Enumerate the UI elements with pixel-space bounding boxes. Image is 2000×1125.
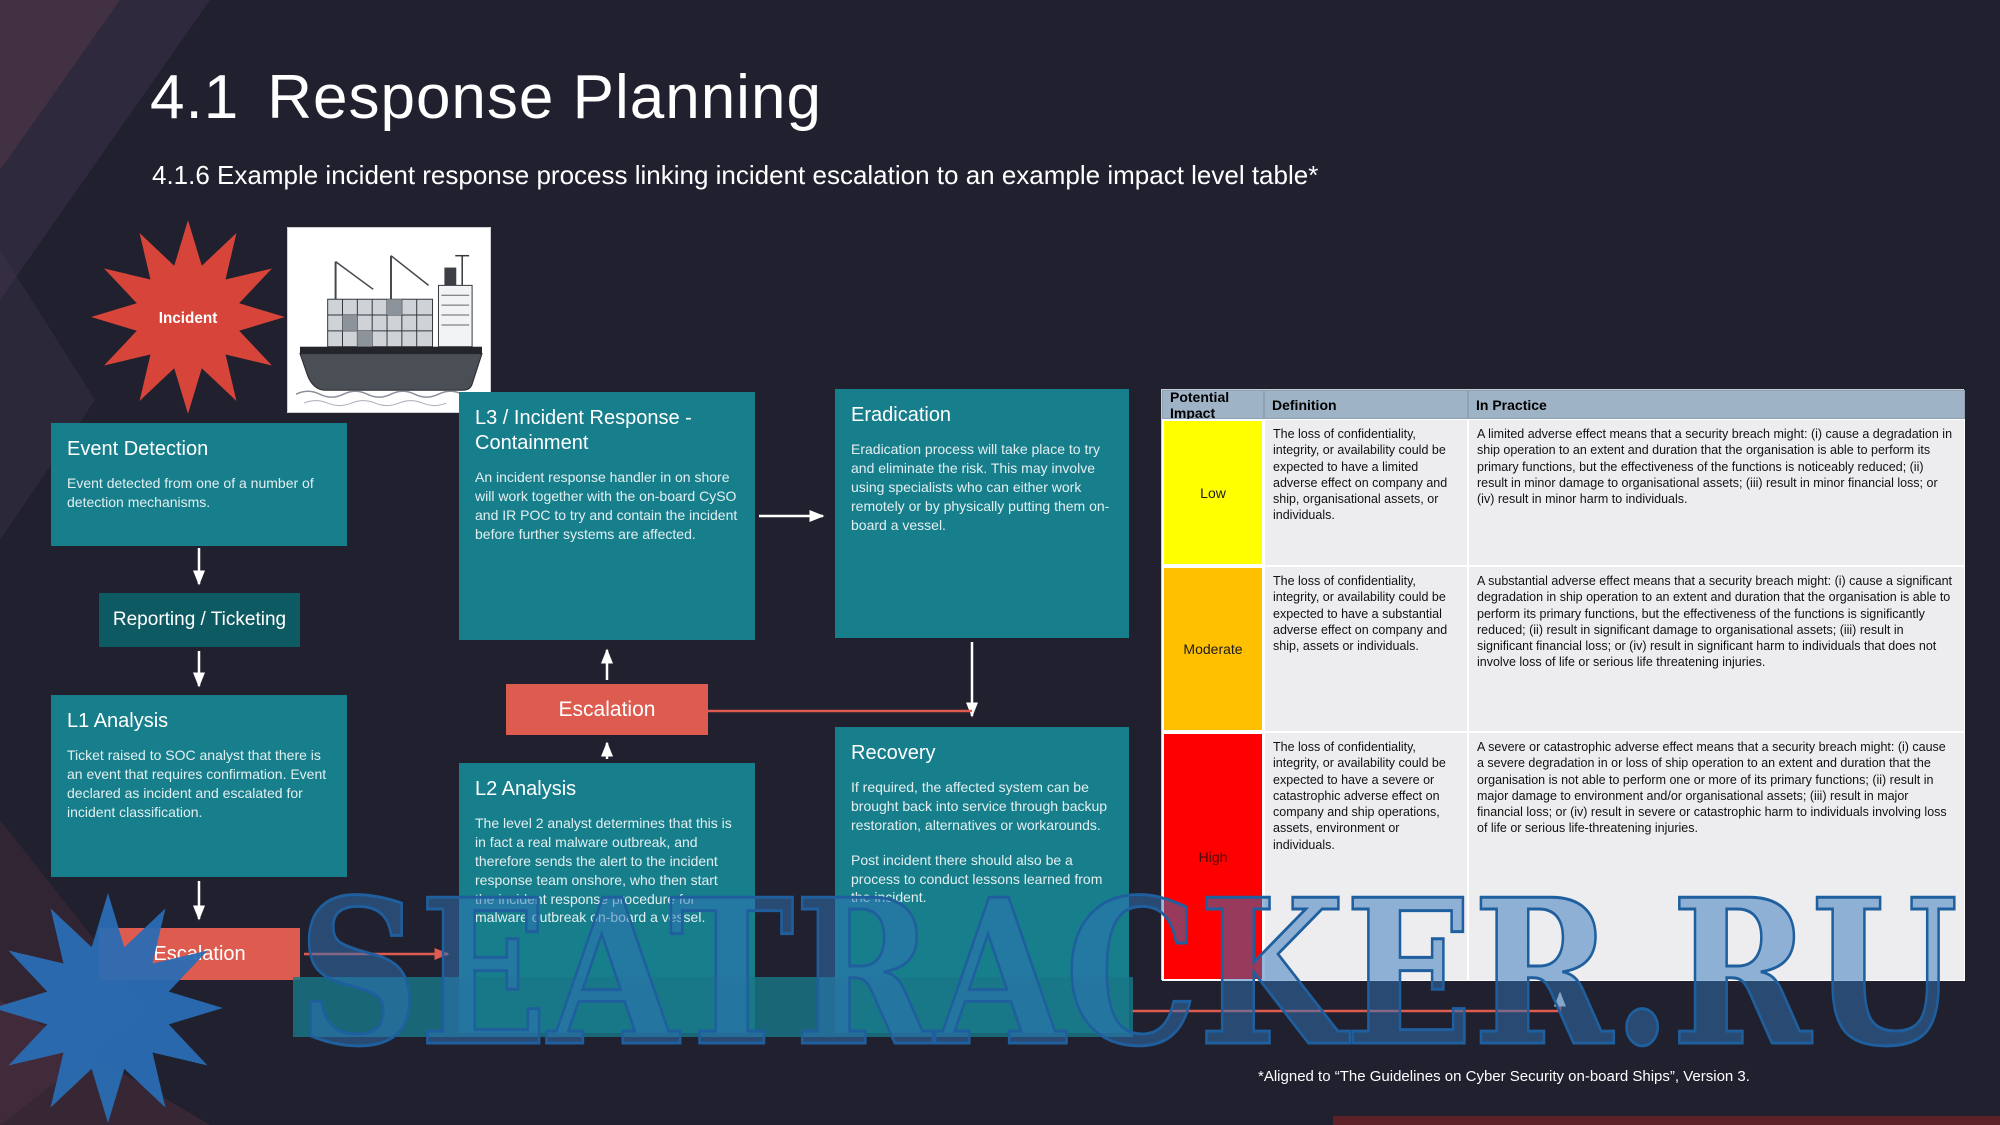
incident-starburst: Incident <box>91 220 285 414</box>
node-reporting-ticketing: Reporting / Ticketing <box>99 593 300 647</box>
node-eradication: Eradication Eradication process will tak… <box>835 389 1129 638</box>
node-eradication-title: Eradication <box>851 404 952 426</box>
bottom-accent-bar <box>1333 1116 2000 1125</box>
node-event-detection: Event Detection Event detected from one … <box>51 423 347 546</box>
ship-image <box>288 228 490 412</box>
node-event-detection-body: Event detected from one of a number of d… <box>67 475 314 510</box>
node-recovery-body-2: Post incident there should also be a pro… <box>851 851 1103 906</box>
node-event-detection-title: Event Detection <box>67 438 209 460</box>
node-escalation-center-label: Escalation <box>558 697 656 721</box>
node-escalation-left-label: Escalation <box>153 942 246 965</box>
footnote: *Aligned to “The Guidelines on Cyber Sec… <box>1258 1068 1750 1085</box>
node-recovery-title: Recovery <box>851 742 936 764</box>
page-title-text: Response Planning <box>267 63 822 132</box>
in-practice-cell-moderate: A substantial adverse effect means that … <box>1468 566 1965 732</box>
arrow-recovery-to-table <box>1131 991 1566 1013</box>
definition-cell-low: The loss of confidentiality, integrity, … <box>1264 419 1468 566</box>
incident-star-shape <box>91 220 285 414</box>
node-l1-analysis-title: L1 Analysis <box>67 710 169 732</box>
node-recovery-body-1: If required, the affected system can be … <box>851 779 1108 833</box>
impact-cell-moderate: Moderate <box>1162 566 1264 732</box>
node-l1-analysis: L1 Analysis Ticket raised to SOC analyst… <box>51 695 347 877</box>
table-header-potential-impact: Potential Impact <box>1162 389 1264 421</box>
page-title: 4.1 Response Planning <box>150 62 822 133</box>
incident-label: Incident <box>159 310 218 327</box>
impact-cell-high: High <box>1162 732 1264 981</box>
definition-cell-high: The loss of confidentiality, integrity, … <box>1264 732 1468 981</box>
node-escalation-center: Escalation <box>506 684 708 735</box>
node-l2-analysis-title: L2 Analysis <box>475 778 577 800</box>
impact-cell-low: Low <box>1162 419 1264 566</box>
node-l2-analysis-body: The level 2 analyst determines that this… <box>475 815 732 926</box>
node-eradication-body: Eradication process will take place to t… <box>851 441 1110 533</box>
in-practice-cell-high: A severe or catastrophic adverse effect … <box>1468 732 1965 981</box>
table-header-in-practice: In Practice <box>1468 390 1965 419</box>
ship-image-frame <box>287 227 491 413</box>
page-title-number: 4.1 <box>150 63 240 132</box>
page-subtitle: 4.1.6 Example incident response process … <box>152 160 1319 190</box>
table-header-definition: Definition <box>1264 390 1468 419</box>
node-recovery: Recovery If required, the affected syste… <box>835 727 1129 1033</box>
node-l3-containment-title: L3 / Incident Response - Containment <box>475 407 692 454</box>
node-l2-analysis: L2 Analysis The level 2 analyst determin… <box>459 763 755 1033</box>
impact-level-table: Potential Impact Definition In Practice … <box>1161 389 1965 981</box>
node-escalation-left: Escalation <box>99 928 300 980</box>
node-l3-containment-body: An incident response handler in on shore… <box>475 469 738 542</box>
in-practice-cell-low: A limited adverse effect means that a se… <box>1468 419 1965 566</box>
node-l3-containment: L3 / Incident Response - Containment An … <box>459 392 755 640</box>
definition-cell-moderate: The loss of confidentiality, integrity, … <box>1264 566 1468 732</box>
node-l1-analysis-body: Ticket raised to SOC analyst that there … <box>67 747 327 820</box>
node-reporting-ticketing-label: Reporting / Ticketing <box>112 608 287 630</box>
